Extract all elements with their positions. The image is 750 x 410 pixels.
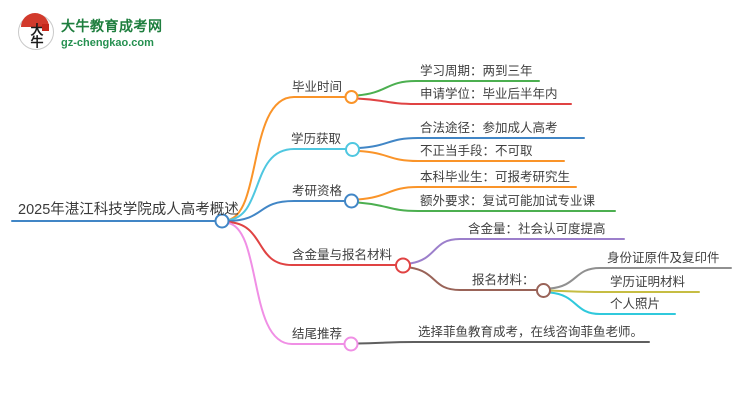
edge-postgrad-eligibility	[227, 200, 346, 222]
edge-study-period	[356, 80, 540, 97]
edge-registration-materials	[409, 266, 538, 291]
branch-graduation-time-label: 毕业时间	[292, 80, 343, 94]
edge-legal-way	[358, 137, 585, 149]
edge-bachelor-graduates	[357, 186, 577, 201]
branch-value-materials-label: 含金量与报名材料	[292, 248, 393, 262]
materials-connector	[536, 283, 551, 298]
leaf-recognition-value-label: 含金量：社会认可度提高	[468, 222, 606, 236]
edge-closing-advice	[356, 341, 650, 345]
edge-value-and-materials	[227, 221, 397, 266]
leaf-legal-way-label: 合法途径：参加成人高考	[420, 121, 558, 135]
logo-text: 大牛教育成考网 gz-chengkao.com	[61, 16, 163, 49]
edge-education-proof	[549, 289, 700, 293]
graduation-time-connector	[344, 90, 359, 104]
red-seal-icon	[42, 24, 49, 31]
leaf-apply-degree-label: 申请学位：毕业后半年内	[420, 87, 558, 101]
logo-title: 大牛教育成考网	[61, 17, 163, 34]
leaf-study-period-label: 学习周期：两到三年	[420, 64, 533, 78]
edge-graduation-time	[227, 96, 346, 221]
edge-id-card	[549, 267, 732, 290]
leaf-id-card-label: 身份证原件及复印件	[607, 251, 720, 265]
edge-extra-requirement	[357, 201, 616, 212]
leaf-bachelor-graduates-label: 本科毕业生：可报考研究生	[420, 170, 571, 184]
leaf-education-proof-label: 学历证明材料	[610, 275, 686, 289]
edge-recognition-value	[409, 238, 625, 265]
daniu-logo-icon: 大牛	[18, 13, 54, 50]
leaf-extra-requirement-label: 额外要求：复试可能加试专业课	[420, 194, 596, 208]
edge-degree-obtaining	[227, 148, 347, 221]
branch-postgrad-eligibility-label: 考研资格	[292, 184, 343, 198]
edge-apply-degree	[356, 97, 572, 105]
leaf-improper-means-label: 不正当手段：不可取	[420, 144, 533, 158]
root-connector	[214, 213, 230, 229]
value-materials-connector	[395, 257, 411, 274]
branch-degree-obtaining-label: 学历获取	[291, 132, 342, 146]
site-logo: 大牛 大牛教育成考网 gz-chengkao.com	[18, 13, 163, 50]
branch-closing-recommendation-label: 结尾推荐	[292, 327, 343, 341]
edge-closing-recommendation	[227, 222, 345, 345]
root-node-label: 2025年湛江科技学院成人高考概述	[18, 202, 239, 218]
node-registration-materials-label: 报名材料：	[472, 273, 535, 287]
edge-personal-photo	[549, 291, 676, 315]
logo-domain: gz-chengkao.com	[61, 36, 154, 49]
degree-obtaining-connector	[345, 142, 360, 157]
logo-mark-text: 大牛	[28, 23, 44, 47]
leaf-personal-photo-label: 个人照片	[610, 297, 661, 311]
edge-improper-means	[358, 150, 565, 162]
postgrad-connector	[344, 193, 359, 209]
closing-connector	[343, 336, 359, 352]
leaf-closing-advice-label: 选择菲鱼教育成考，在线咨询菲鱼老师。	[418, 325, 644, 339]
